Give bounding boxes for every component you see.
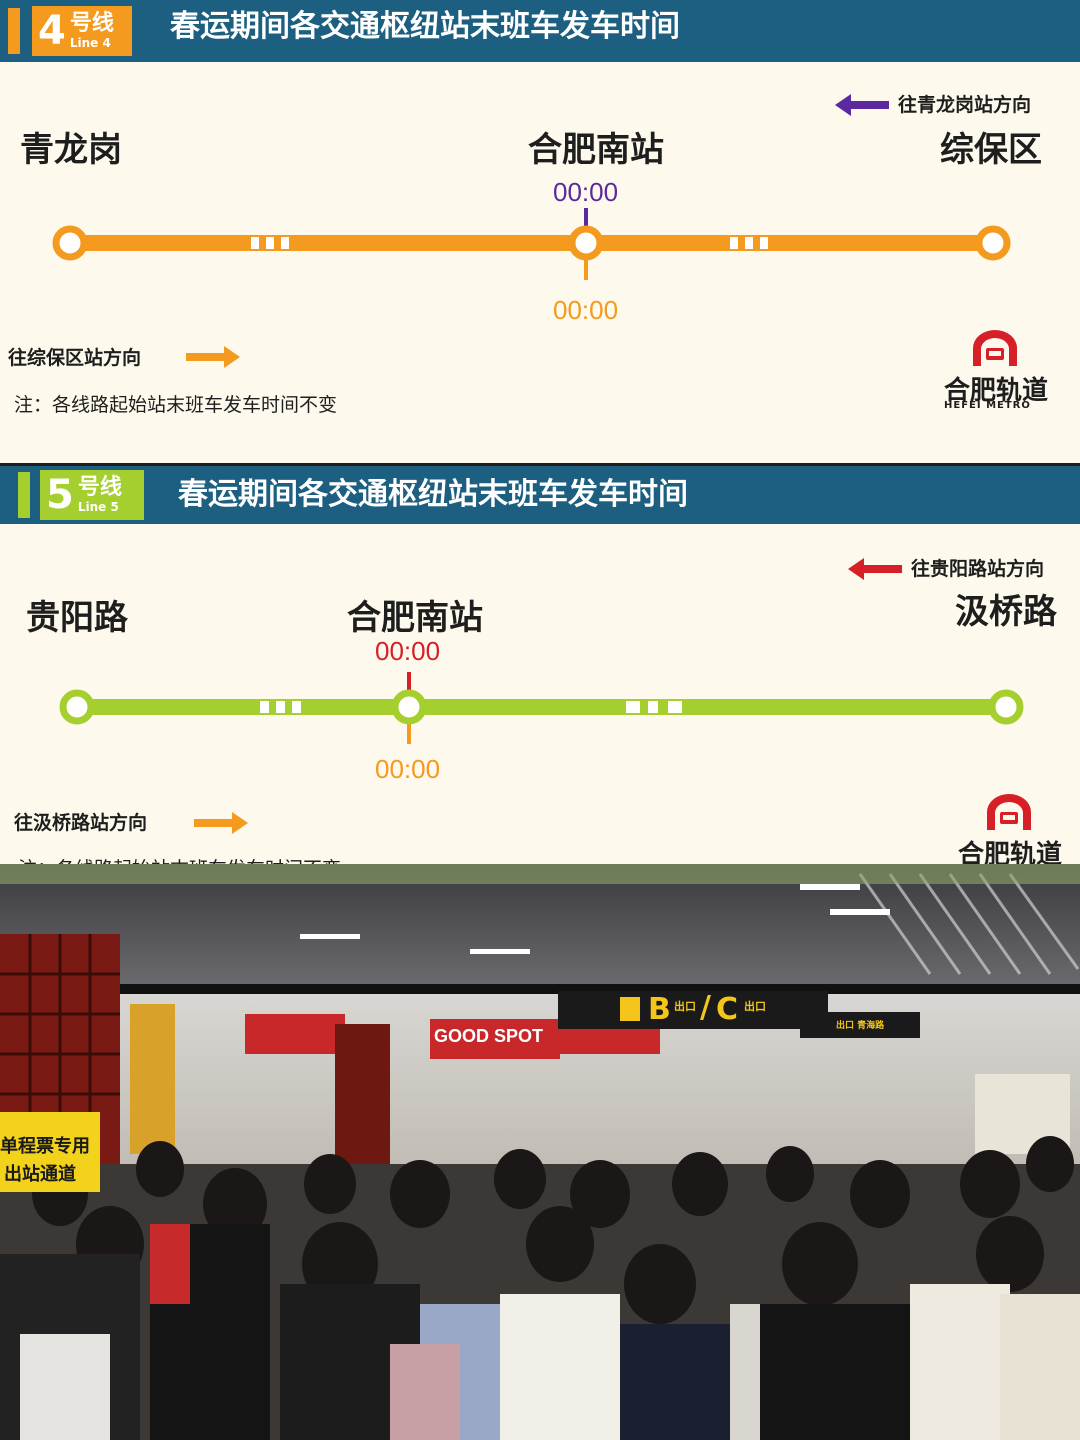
line4-time-top: 00:00 — [553, 177, 619, 207]
line4-left-arrow-icon — [835, 94, 889, 116]
line4-badge-en: Line 4 — [69, 36, 111, 50]
line5-time-top: 00:00 — [375, 636, 441, 666]
line4-dir-bottom: 往综保区站方向 — [8, 347, 142, 369]
line4-badge: 4 号线 Line 4 — [32, 6, 132, 56]
store-sign: GOOD SPOT — [434, 1026, 544, 1046]
line4-station-left: 青龙岗 — [20, 130, 122, 170]
line4-header: 4 号线 Line 4 春运期间各交通枢纽站末班车发车时间 — [0, 0, 1080, 62]
line5-stop-right — [988, 689, 1024, 725]
line5-route-diagram — [59, 672, 1024, 744]
line5-header: 5 号线 Line 5 春运期间各交通枢纽站末班车发车时间 — [0, 466, 1080, 524]
line5-gap-left — [260, 701, 301, 713]
line5-logo-text: 合肥轨道 — [958, 840, 1063, 864]
line4-route-diagram — [52, 208, 1011, 280]
line5-gap-right — [626, 701, 682, 713]
line5-station-mid: 合肥南站 — [347, 598, 483, 638]
line4-stop-right — [975, 225, 1011, 261]
line4-badge-number: 4 — [38, 8, 66, 54]
line5-stop-mid — [391, 689, 427, 725]
line5-badge-number: 5 — [46, 472, 74, 518]
metro-logo-icon — [973, 330, 1017, 366]
line5-station-right: 汲桥路 — [955, 592, 1057, 632]
line4-panel: 4 号线 Line 4 春运期间各交通枢纽站末班车发车时间 往青龙岗站方向 青龙… — [0, 0, 1080, 463]
line5-note-partial: 注：各线路起始站末班车发车时间不变 — [18, 854, 341, 864]
line4-gap-left — [251, 237, 289, 249]
left-yellow-sign-line2: 出站通道 — [4, 1164, 76, 1185]
line4-stop-mid — [568, 225, 604, 261]
line5-dir-top: 往贵阳路站方向 — [911, 558, 1045, 580]
line5-time-bottom: 00:00 — [375, 754, 441, 784]
left-yellow-sign-line1: 单程票专用 — [0, 1136, 90, 1157]
exit-c-sign: C — [716, 992, 739, 1027]
line4-time-bottom: 00:00 — [553, 295, 619, 325]
line5-dir-bottom: 往汲桥路站方向 — [14, 812, 148, 834]
line4-station-mid: 合肥南站 — [528, 130, 664, 170]
line4-right-arrow-icon — [186, 346, 240, 368]
line4-dir-top: 往青龙岗站方向 — [898, 94, 1032, 116]
metro-logo-icon — [987, 794, 1031, 830]
line5-station-left: 贵阳路 — [26, 598, 128, 638]
line5-badge-en: Line 5 — [77, 500, 119, 514]
line4-badge-cn: 号线 — [69, 11, 114, 36]
exit-b-label: 出口 — [674, 1000, 696, 1013]
line4-header-accent — [8, 8, 20, 54]
line5-header-accent — [18, 472, 30, 518]
line4-station-right: 综保区 — [940, 130, 1042, 170]
exit-group-sign: 出口 青海路 — [836, 1021, 885, 1031]
line5-panel: 5 号线 Line 5 春运期间各交通枢纽站末班车发车时间 往贵阳路站方向 贵阳… — [0, 466, 1080, 864]
station-hall-illustration — [0, 864, 1080, 1440]
line4-stop-left — [52, 225, 88, 261]
station-crowd-photo: B 出口 / C 出口 出口 青海路 GOOD SPOT 单程票专用 出站通道 — [0, 864, 1080, 1440]
line5-badge-cn: 号线 — [77, 475, 122, 500]
exit-separator: / — [700, 990, 711, 1025]
line5-badge: 5 号线 Line 5 — [40, 470, 144, 520]
line4-note: 注：各线路起始站末班车发车时间不变 — [14, 394, 338, 416]
line5-left-arrow-icon — [848, 558, 902, 580]
line4-gap-right — [730, 237, 768, 249]
line5-right-arrow-icon — [194, 812, 248, 834]
line4-logo-text: 合肥轨道 — [944, 376, 1049, 406]
line5-stop-left — [59, 689, 95, 725]
line5-title: 春运期间各交通枢纽站末班车发车时间 — [178, 477, 688, 512]
exit-b-sign: B — [648, 992, 671, 1027]
line4-logo-en: HEFEI METRO — [944, 400, 1031, 411]
panel-separator — [0, 463, 1080, 466]
line4-title: 春运期间各交通枢纽站末班车发车时间 — [170, 9, 680, 44]
exit-c-label: 出口 — [744, 1000, 766, 1013]
